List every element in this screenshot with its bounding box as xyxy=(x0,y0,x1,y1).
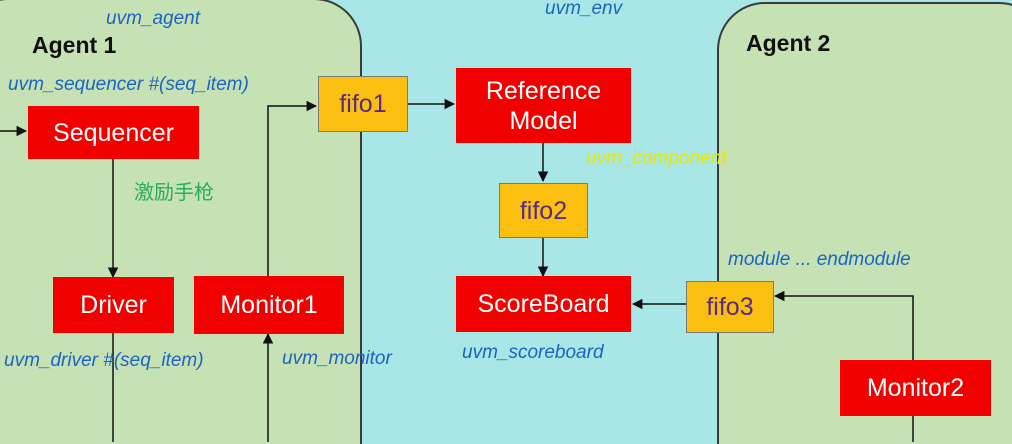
fifo1-box[interactable]: fifo1 xyxy=(318,76,408,132)
fifo3-box[interactable]: fifo3 xyxy=(686,281,774,333)
reference-model-box[interactable]: Reference Model xyxy=(456,68,631,143)
arrow-monitor1-to-fifo1 xyxy=(267,100,318,276)
uvm-agent-label: uvm_agent xyxy=(106,8,201,29)
monitor2-box[interactable]: Monitor2 xyxy=(840,360,991,416)
driver-box[interactable]: Driver xyxy=(53,277,174,333)
uvm-component-label: uvm_component xyxy=(586,148,727,169)
uvm-driver-label: uvm_driver #(seq_item) xyxy=(4,350,204,371)
sequencer-box[interactable]: Sequencer xyxy=(28,106,199,159)
agent2-title: Agent 2 xyxy=(746,30,831,56)
agent1-container xyxy=(0,0,362,444)
arrow-monitor2-to-fifo3 xyxy=(773,290,914,360)
scoreboard-box[interactable]: ScoreBoard xyxy=(456,276,631,332)
fifo2-box[interactable]: fifo2 xyxy=(499,183,588,238)
module-endmodule-label: module ... endmodule xyxy=(728,249,911,270)
uvm-monitor-label: uvm_monitor xyxy=(282,348,392,369)
agent1-title: Agent 1 xyxy=(32,32,117,58)
uvm-sequencer-label: uvm_sequencer #(seq_item) xyxy=(8,74,249,95)
monitor1-box[interactable]: Monitor1 xyxy=(194,276,344,334)
stimulus-note: 激励手枪 xyxy=(134,182,214,204)
uvm-scoreboard-label: uvm_scoreboard xyxy=(462,342,604,363)
uvm-env-label: uvm_env xyxy=(545,0,623,19)
